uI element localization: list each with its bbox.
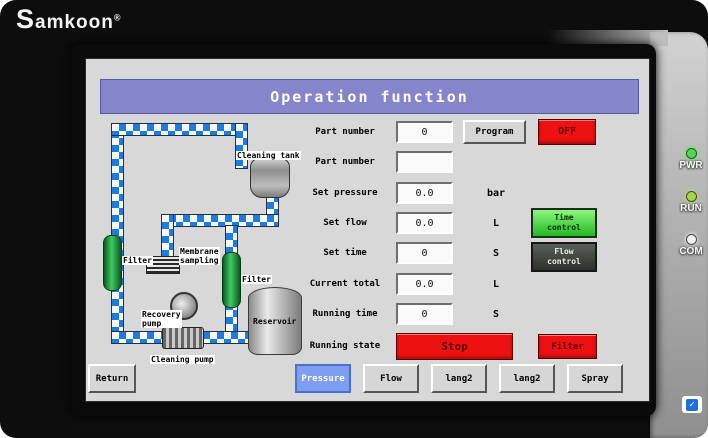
tab-spray[interactable]: Spray [567, 364, 623, 393]
reservoir-label: Reservoir [253, 317, 297, 326]
page-title: Operation function [100, 79, 639, 114]
value-set-pressure[interactable]: 0.0 [396, 182, 453, 204]
form-label-current-total: Current total [309, 279, 381, 289]
unit-set-time: S [492, 247, 500, 259]
form-label-running-state: Running state [309, 341, 381, 351]
form-label-running-time: Running time [312, 309, 378, 319]
device-frame [650, 32, 708, 438]
time-control-button[interactable]: Time control [531, 208, 597, 238]
form-label-set-pressure: Set pressure [312, 188, 378, 198]
pwr-led-icon [686, 148, 697, 159]
tab-flow[interactable]: Flow [363, 364, 419, 393]
reservoir-icon [248, 287, 302, 355]
value-part-number-2[interactable] [396, 151, 453, 173]
pipe-tank-drop [235, 123, 248, 169]
unit-running-time: S [492, 308, 500, 320]
cleaning-tank-icon [250, 158, 290, 198]
pipe-left-vertical [111, 123, 124, 344]
filter-right-label: Filter [241, 275, 272, 284]
cleaning-pump-label: Cleaning pump [150, 355, 215, 364]
pwr-led-label: PWR [679, 160, 703, 171]
recovery-pump-label: Recovery pump [141, 310, 182, 328]
run-led-label: RUN [680, 203, 702, 214]
unit-set-flow: L [492, 217, 500, 229]
return-button[interactable]: Return [88, 364, 136, 393]
cleaning-tank-label: Cleaning tank [236, 151, 301, 160]
unit-set-pressure: bar [486, 187, 506, 199]
pipe-top-horizontal [111, 123, 248, 136]
program-button[interactable]: Program [463, 120, 526, 144]
filter-right-icon [222, 252, 241, 308]
running-state-stop-button[interactable]: Stop [396, 333, 513, 360]
tab-lang2-b[interactable]: lang2 [499, 364, 555, 393]
system-checkbox[interactable]: ✓ [682, 396, 702, 413]
form-label-part-number-1: Part number [315, 127, 375, 137]
filter-mode-button[interactable]: Filter [538, 334, 597, 359]
membrane-sampling-icon [146, 256, 180, 274]
brand-logo-text: Samkoon [16, 4, 114, 34]
tab-lang2-a[interactable]: lang2 [431, 364, 487, 393]
filter-left-icon [103, 235, 122, 291]
tab-pressure[interactable]: Pressure [295, 364, 351, 393]
form-label-set-flow: Set flow [323, 218, 367, 228]
registered-mark: ® [113, 12, 122, 23]
cleaning-pump-icon [162, 327, 204, 349]
filter-left-label: Filter [122, 256, 153, 265]
com-led-icon [686, 234, 697, 245]
flow-control-button[interactable]: Flow control [531, 242, 597, 272]
hmi-screen: Operation function Cleaning tank Filter … [85, 58, 650, 402]
form-label-part-number-2: Part number [315, 157, 375, 167]
pipe-middle-horizontal [161, 214, 279, 227]
checkbox-icon: ✓ [686, 398, 698, 411]
unit-current-total: L [492, 278, 500, 290]
form-label-set-time: Set time [323, 248, 367, 258]
com-led-label: COM [679, 246, 703, 257]
membrane-sampling-label: Membrane sampling [179, 247, 220, 265]
value-set-time[interactable]: 0 [396, 242, 453, 264]
off-button[interactable]: OFF [538, 119, 596, 145]
value-part-number-1[interactable]: 0 [396, 121, 453, 143]
value-set-flow[interactable]: 0.0 [396, 212, 453, 234]
value-running-time: 0 [396, 303, 453, 325]
value-current-total: 0.0 [396, 273, 453, 295]
screen-bezel: Operation function Cleaning tank Filter … [70, 44, 656, 416]
run-led-icon [686, 191, 697, 202]
brand-logo: Samkoon® [16, 4, 122, 35]
device-frame-top [548, 30, 668, 46]
